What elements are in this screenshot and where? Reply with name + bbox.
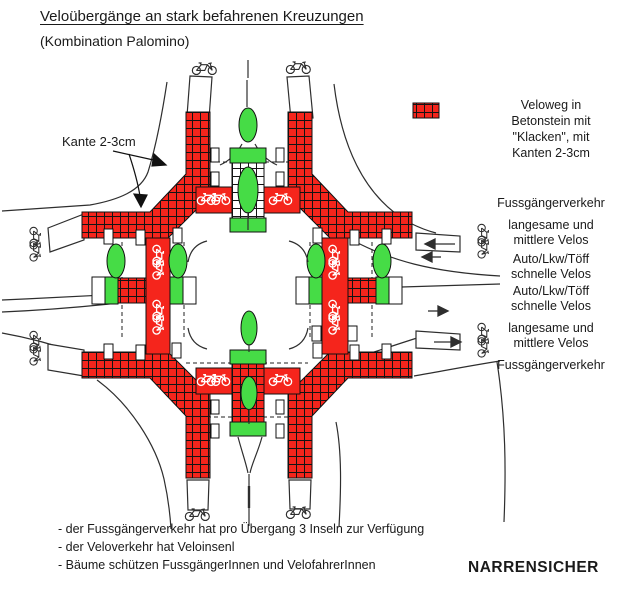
note-line: - der Fussgängerverkehr hat pro Übergang… [58, 522, 425, 536]
traffic-label-cars: Auto/Lkw/Töff [512, 284, 590, 298]
traffic-label-fast-velos: schnelle Velos [511, 299, 591, 313]
traffic-label-pedestrians: Fussgängerverkehr [497, 358, 605, 372]
kante-arrows [112, 150, 168, 209]
inner-corner-curbs [187, 240, 309, 350]
arrow-right-icon [437, 304, 450, 318]
tree-icons [106, 107, 392, 410]
traffic-label-slow-velos: mittlere Velos [513, 233, 589, 247]
page-title: Veloübergänge an stark befahrenen Kreuzu… [40, 8, 364, 25]
traffic-label-slow-velos: langesame und [508, 321, 594, 335]
traffic-label-cars: Auto/Lkw/Töff [512, 252, 590, 266]
legend-line: Veloweg in [520, 98, 582, 112]
legend-line: Betonstein mit [511, 114, 591, 128]
arrow-right-icon [450, 335, 463, 349]
legend-line: Kanten 2-3cm [512, 146, 590, 160]
arrow-left-icon [423, 237, 436, 251]
note-line: - Bäume schützen FussgängerInnen und Vel… [58, 558, 376, 572]
traffic-label-pedestrians: Fussgängerverkehr [497, 196, 605, 210]
direction-arrows [420, 237, 463, 349]
page-subtitle: (Kombination Palomino) [40, 33, 190, 49]
traffic-label-fast-velos: schnelle Velos [511, 267, 591, 281]
brand-label: NARRENSICHER [468, 559, 599, 576]
traffic-label-slow-velos: langesame und [508, 218, 594, 232]
tree-stems [247, 212, 250, 424]
legend-swatch [412, 102, 440, 119]
note-line: - der Veloverkehr hat Veloinsenl [58, 540, 235, 554]
bollards [103, 147, 392, 439]
kante-annotation: Kante 2-3cm [62, 134, 136, 149]
white-islands [91, 276, 403, 305]
bike-approach-lanes [47, 75, 461, 511]
traffic-label-slow-velos: mittlere Velos [513, 336, 589, 350]
legend-line: "Klacken", mit [512, 130, 590, 144]
arrow-left-icon [420, 250, 433, 264]
green-islands [104, 147, 390, 437]
